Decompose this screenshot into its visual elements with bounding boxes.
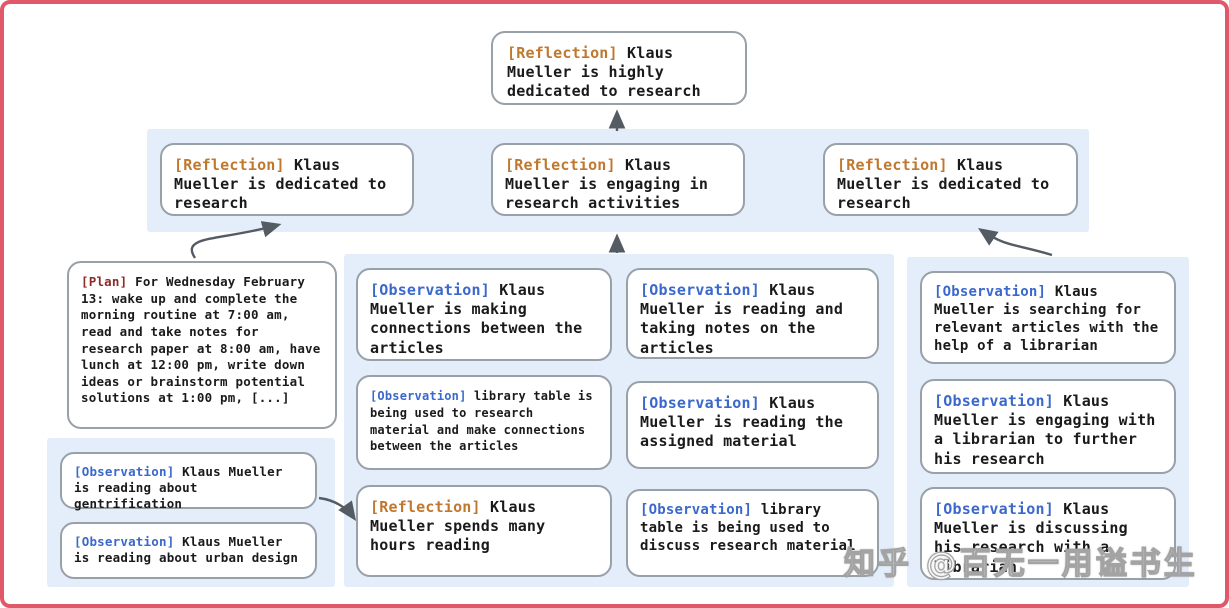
node-reflection-mid: [Reflection] Klaus Mueller is engaging i… <box>491 143 745 216</box>
zhihu-watermark: 知乎 @百无一用谥书生 <box>843 545 1198 582</box>
arrow-rightband-to-reflection-right <box>978 227 1053 257</box>
node-observation-library-research: [Observation] library table is being use… <box>356 375 612 470</box>
node-body: For Wednesday February 13: wake up and c… <box>81 274 321 406</box>
node-observation-taking-notes: [Observation] Klaus Mueller is reading a… <box>626 268 879 359</box>
node-body: library table is being used to research … <box>370 389 593 454</box>
node-body: Klaus Mueller is dedicated to research <box>174 156 387 213</box>
node-observation-gentrification: [Observation] Klaus Mueller is reading a… <box>60 452 317 511</box>
reflection-tag: [Reflection] <box>507 44 618 62</box>
node-reflection-left: [Reflection] Klaus Mueller is dedicated … <box>160 143 414 216</box>
node-body: Klaus Mueller is reading about urban des… <box>74 534 299 565</box>
node-observation-assigned-material: [Observation] Klaus Mueller is reading t… <box>626 381 879 469</box>
node-observation-discussing-research: [Observation] Klaus Mueller is discussin… <box>920 487 1176 580</box>
node-observation-connections: [Observation] Klaus Mueller is making co… <box>356 268 612 361</box>
node-plan: [Plan] For Wednesday February 13: wake u… <box>67 261 337 429</box>
observation-tag: [Observation] <box>934 392 1054 410</box>
observation-tag: [Observation] <box>640 394 760 412</box>
observation-tag: [Observation] <box>640 281 760 299</box>
node-reflection-hours-reading: [Reflection] Klaus Mueller spends many h… <box>356 485 612 577</box>
node-body: Klaus Mueller is reading and taking note… <box>640 281 844 357</box>
node-body: Klaus Mueller is engaging in research ac… <box>505 156 709 213</box>
node-observation-urban-design: [Observation] Klaus Mueller is reading a… <box>60 522 317 579</box>
observation-tag: [Observation] <box>370 281 490 299</box>
reflection-tag: [Reflection] <box>837 156 948 174</box>
node-observation-searching-articles: [Observation] Klaus Mueller is searching… <box>920 271 1176 364</box>
node-observation-engaging-librarian: [Observation] Klaus Mueller is engaging … <box>920 379 1176 474</box>
node-body: Klaus Mueller is making connections betw… <box>370 281 583 357</box>
node-body: Klaus Mueller is searching for relevant … <box>934 284 1159 354</box>
observation-tag: [Observation] <box>74 464 175 479</box>
node-body: Klaus Mueller is dedicated to research <box>837 156 1050 213</box>
observation-tag: [Observation] <box>74 534 175 549</box>
node-reflection-right: [Reflection] Klaus Mueller is dedicated … <box>823 143 1078 216</box>
observation-tag: [Observation] <box>640 502 753 518</box>
node-observation-library-discuss: [Observation] library table is being use… <box>626 489 879 577</box>
node-body: Klaus Mueller spends many hours reading <box>370 498 546 555</box>
node-body: library table is being used to discuss r… <box>640 502 856 554</box>
reflection-tag: [Reflection] <box>505 156 616 174</box>
node-body: Klaus Mueller is reading the assigned ma… <box>640 394 844 451</box>
node-body: Klaus Mueller is discussing his research… <box>934 500 1128 576</box>
node-body: Klaus Mueller is highly dedicated to res… <box>507 44 701 101</box>
observation-tag: [Observation] <box>370 389 467 403</box>
reflection-tag: [Reflection] <box>370 498 481 516</box>
node-body: Klaus Mueller is engaging with a librari… <box>934 392 1156 468</box>
node-reflection-root: [Reflection] Klaus Mueller is highly ded… <box>491 31 747 105</box>
reflection-tag: [Reflection] <box>174 156 285 174</box>
node-body: Klaus Mueller is reading about gentrific… <box>74 464 283 511</box>
observation-tag: [Observation] <box>934 284 1047 300</box>
plan-tag: [Plan] <box>81 274 128 289</box>
observation-tag: [Observation] <box>934 500 1054 518</box>
